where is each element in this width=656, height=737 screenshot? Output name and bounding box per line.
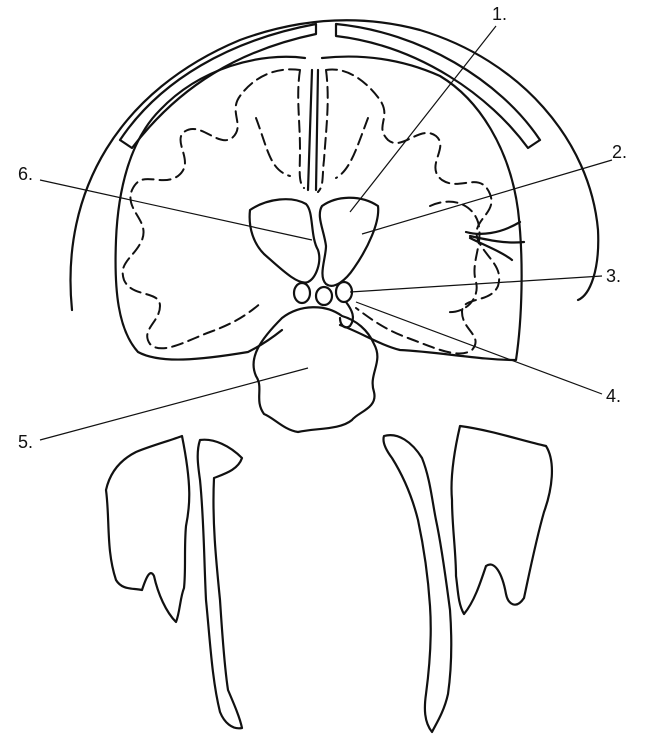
lower-vessel-right — [383, 435, 451, 732]
label-5: 5. — [18, 432, 33, 452]
falx — [308, 70, 318, 190]
small-nucleus-right — [316, 287, 332, 305]
label-3: 3. — [606, 266, 621, 286]
scalp-arc — [70, 20, 598, 310]
leader-line-5 — [40, 368, 308, 440]
label-2: 2. — [612, 142, 627, 162]
insula-right — [430, 202, 480, 313]
central-mass — [254, 307, 378, 432]
optic-structure — [336, 282, 352, 302]
leader-line-6 — [40, 180, 312, 240]
middle-cerebral-branches — [466, 222, 524, 260]
ventricle-left — [250, 199, 320, 282]
lower-tissue-right — [451, 426, 551, 614]
small-nucleus-left — [294, 283, 310, 303]
label-1: 1. — [492, 4, 507, 24]
leader-line-2 — [362, 160, 612, 234]
lower-tissue-left — [106, 436, 189, 622]
gyri-left — [123, 69, 304, 348]
ventricle-right — [320, 198, 378, 286]
lower-vessel-left — [198, 440, 242, 729]
skull-plate-left — [120, 24, 316, 148]
brain-outline — [116, 57, 522, 360]
label-4: 4. — [606, 386, 621, 406]
leader-line-1 — [350, 26, 496, 212]
label-6: 6. — [18, 164, 33, 184]
